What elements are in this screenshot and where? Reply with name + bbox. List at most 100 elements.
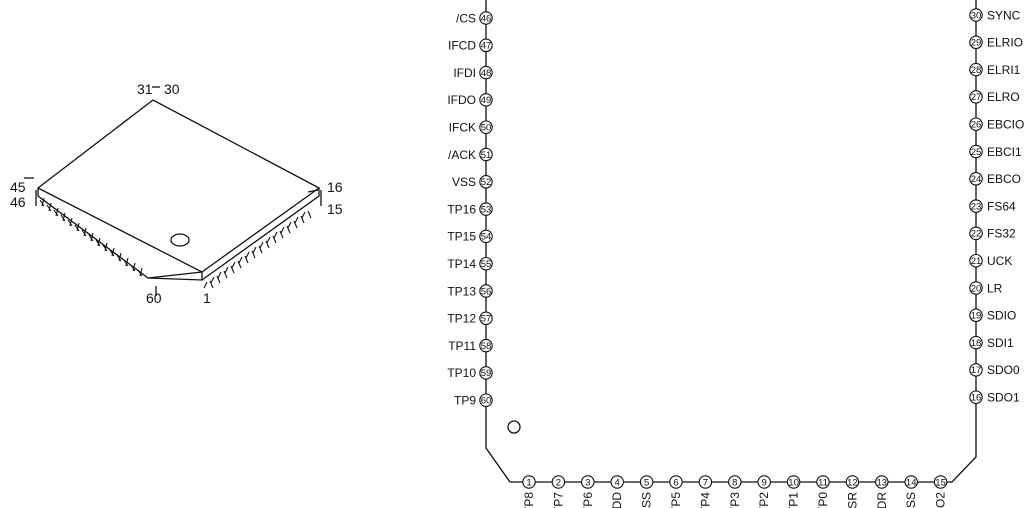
pin-number: 54 (481, 232, 492, 243)
pin-circle (728, 475, 742, 489)
corner-number-45: 45 (10, 179, 26, 195)
pin-label: VSSR (845, 492, 859, 508)
pin-number: 28 (971, 65, 982, 76)
pin-label: EBCI1 (987, 145, 1022, 159)
pin-circle (969, 90, 983, 104)
pin-number: 22 (971, 229, 982, 240)
chip-outline-left (485, 0, 977, 483)
pin-label: SYNC (987, 8, 1021, 22)
pin-number: 51 (481, 150, 492, 161)
pin-number: 59 (481, 368, 492, 379)
pin-30: 30 SYNC (969, 8, 1021, 22)
pin-label: FS32 (987, 227, 1016, 241)
pin-number: 8 (732, 477, 737, 488)
pin-number: 25 (971, 147, 982, 158)
pin-label: SDO2 (934, 492, 948, 508)
pin-51: 51/ACK (448, 147, 493, 162)
pin-number: 5 (644, 477, 649, 488)
pin1-marker (170, 233, 190, 247)
pin-number: 27 (971, 92, 982, 103)
pin-label: FS64 (987, 199, 1016, 213)
pin-circle (479, 147, 493, 162)
pin-circle (845, 475, 860, 489)
pin-number: 24 (971, 174, 982, 185)
pin-label: TP14 (447, 257, 476, 271)
pin-circle (479, 38, 493, 53)
pin-circle (479, 65, 493, 80)
pin-circle (969, 199, 983, 213)
pin-circle (479, 338, 493, 353)
pin-number: 12 (847, 477, 858, 488)
pin-circle (969, 144, 983, 159)
pin-number: 10 (788, 477, 799, 488)
pin-circle (479, 256, 493, 271)
pin-circle (479, 393, 493, 407)
pin-label: TP10 (447, 366, 476, 380)
pin-label: /CS (456, 11, 476, 25)
pin-label: TP11 (448, 339, 476, 353)
pin-label: /ACK (448, 148, 476, 162)
pin-24: 24 EBCO (969, 172, 1021, 186)
pin-number: 30 (971, 10, 982, 21)
pin-circle (757, 475, 771, 489)
pin-number: 3 (585, 477, 590, 488)
pinout-outline (485, 0, 977, 483)
pin-circle (904, 475, 918, 489)
pin-circle (639, 475, 654, 489)
pin-circle (969, 226, 983, 241)
package-corner-numbers: 31 30 45 16 46 15 60 1 (10, 81, 343, 306)
pin-number: 50 (481, 123, 492, 134)
pin-number: 60 (481, 396, 492, 407)
pin-number: 15 (935, 477, 946, 488)
pin-number: 9 (762, 477, 767, 488)
pin-circle (969, 8, 983, 22)
pin-number: 19 (971, 311, 982, 322)
pin-circle (610, 475, 624, 489)
pin-label: EBCO (987, 172, 1021, 186)
pin-15: 15SDO2 (934, 475, 948, 508)
pin-circle (581, 475, 595, 489)
pin-number: 6 (673, 477, 678, 488)
pin-circle (969, 172, 983, 186)
pin-label: VSS (452, 175, 476, 189)
pin-circle (816, 475, 830, 489)
left-pins: 46/CS47IFCD48IFDI49IFDO50IFCK51/ACK52VSS… (447, 11, 493, 408)
pin-60: 60 TP9 (454, 393, 493, 408)
pin-label: IFDI (453, 66, 476, 80)
pin-number: 16 (971, 393, 982, 404)
pin-number: 13 (877, 477, 888, 488)
pin-label: TP15 (447, 230, 476, 244)
corner-number-31: 31 (137, 81, 153, 97)
pin-label: TP0 (816, 492, 830, 508)
pin-circle (479, 175, 493, 189)
pin-number: 23 (971, 201, 982, 212)
pin-label: TP3 (728, 492, 742, 508)
pin-label: TP8 (522, 492, 536, 508)
pin-circle (786, 475, 801, 489)
pin-number: 29 (971, 38, 982, 49)
pin-label: TP9 (454, 394, 476, 408)
corner-number-46: 46 (10, 194, 26, 210)
pin-label: TP16 (447, 202, 476, 216)
package-leads-right (203, 210, 312, 289)
pin-label: TP13 (447, 284, 476, 298)
pin-number: 11 (818, 477, 828, 488)
pin-number: 18 (971, 338, 982, 349)
pin-label: SDO1 (987, 391, 1020, 405)
pin-number: 17 (971, 365, 982, 376)
corner-number-60: 60 (146, 290, 162, 306)
